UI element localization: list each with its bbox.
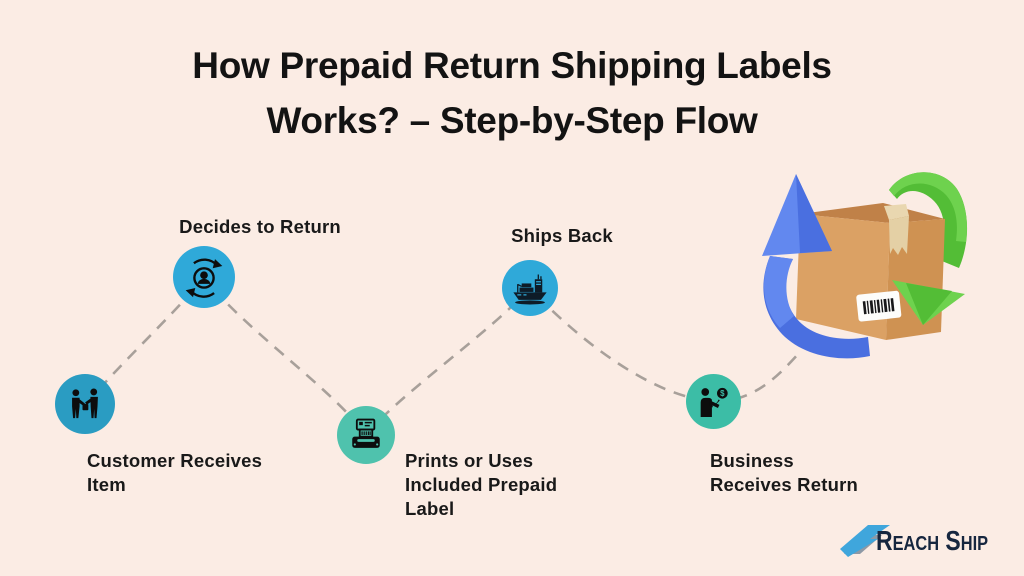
- step-circle-customer-receives-item: [55, 374, 115, 434]
- step-label-ships-back: Ships Back: [511, 225, 613, 246]
- step-label-decides-to-return: Decides to Return: [179, 216, 341, 237]
- page-title-line1: How Prepaid Return Shipping Labels: [192, 45, 832, 86]
- page-title: How Prepaid Return Shipping Labels Works…: [0, 38, 1024, 148]
- reachship-logo-text: Reach Ship: [876, 525, 989, 556]
- step-circle-prints-prepaid-label: [337, 406, 395, 464]
- page-title-line2: Works? – Step-by-Step Flow: [266, 100, 758, 141]
- step-circle-ships-back: [502, 260, 558, 316]
- label-printer-icon: [352, 418, 380, 448]
- box-tape: [884, 204, 909, 220]
- package-return-3d-illustration: [762, 172, 968, 359]
- person-return-icon: [185, 258, 223, 298]
- reachship-logo-arrow-icon: [840, 525, 890, 557]
- cargo-ship-icon: [513, 274, 547, 305]
- blue-up-arrow: [763, 256, 870, 359]
- step-circle-business-receives-return: $: [686, 374, 741, 429]
- reachship-logo: Reach Ship: [838, 516, 1013, 566]
- step-label-business-receives-return: Business Receives Return: [710, 450, 858, 495]
- box-barcode-label: [856, 290, 902, 322]
- receive-money-icon: $: [700, 387, 728, 417]
- step-label-customer-receives-item: Customer Receives Item: [87, 450, 263, 495]
- dollar-sign-glyph: $: [720, 389, 725, 398]
- people-exchange-icon: [72, 388, 98, 419]
- step-label-prints-prepaid-label: Prints or Uses Included Prepaid Label: [405, 450, 558, 519]
- step-circle-decides-to-return: [173, 246, 235, 308]
